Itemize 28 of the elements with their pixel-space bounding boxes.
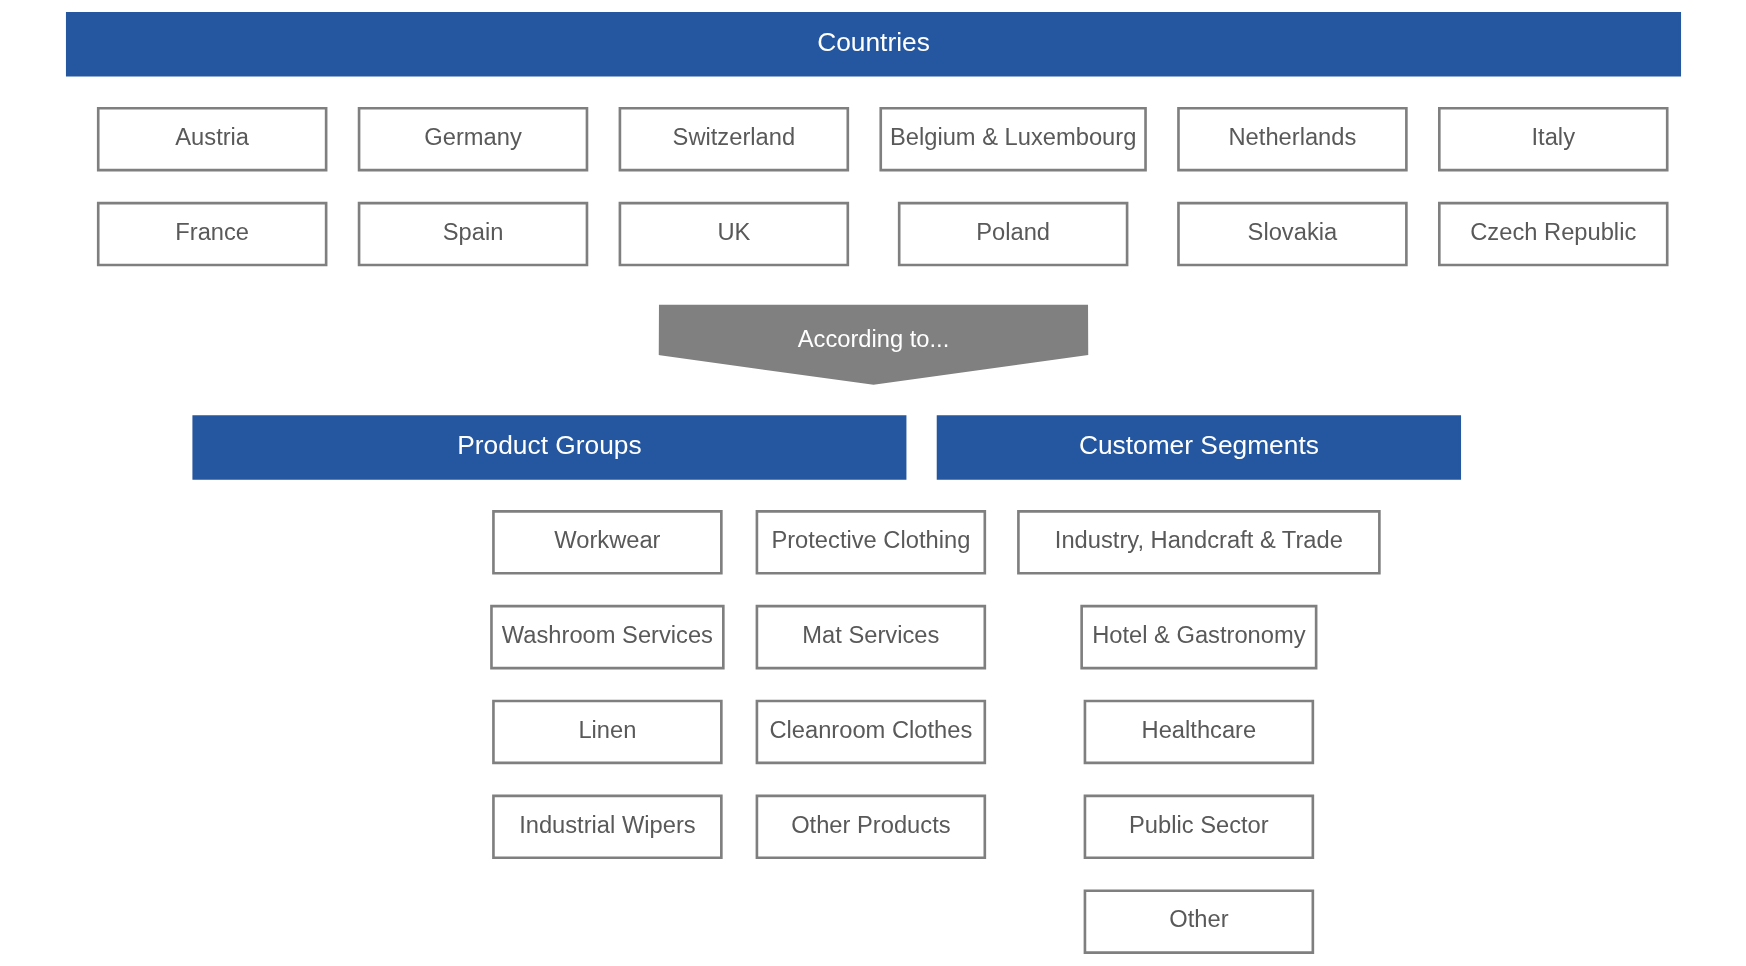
node-box: Countries bbox=[65, 12, 1681, 77]
node-box: Other Products bbox=[755, 794, 986, 860]
node-box: Industry, Handcraft & Trade bbox=[1016, 510, 1381, 575]
node-box: Austria bbox=[96, 106, 327, 172]
node-box: Germany bbox=[357, 106, 588, 172]
node-box: Other bbox=[1083, 889, 1314, 954]
node-box: Washroom Services bbox=[489, 604, 725, 670]
node-box: Switzerland bbox=[618, 106, 849, 172]
node-box: Linen bbox=[491, 699, 723, 765]
node-box: Workwear bbox=[491, 510, 723, 575]
node-box: Netherlands bbox=[1176, 106, 1408, 172]
node-box: Protective Clothing bbox=[755, 510, 986, 575]
node-box: Public Sector bbox=[1083, 794, 1314, 860]
node-box: Poland bbox=[897, 201, 1128, 267]
node-box: France bbox=[96, 201, 327, 267]
node-box: Hotel & Gastronomy bbox=[1079, 604, 1317, 670]
node-box: Slovakia bbox=[1176, 201, 1408, 267]
node-box: Belgium & Luxembourg bbox=[878, 106, 1147, 172]
node-box: Cleanroom Clothes bbox=[755, 699, 986, 765]
node-box: Mat Services bbox=[755, 604, 986, 670]
node-box: Italy bbox=[1437, 106, 1669, 172]
node-box: UK bbox=[618, 201, 849, 267]
node-box: Customer Segments bbox=[936, 415, 1461, 480]
node-box: Healthcare bbox=[1083, 699, 1314, 765]
node-box: Product Groups bbox=[191, 415, 906, 480]
node-box: Spain bbox=[357, 201, 588, 267]
node-box: Industrial Wipers bbox=[491, 794, 723, 860]
node-box: Czech Republic bbox=[1437, 201, 1669, 267]
